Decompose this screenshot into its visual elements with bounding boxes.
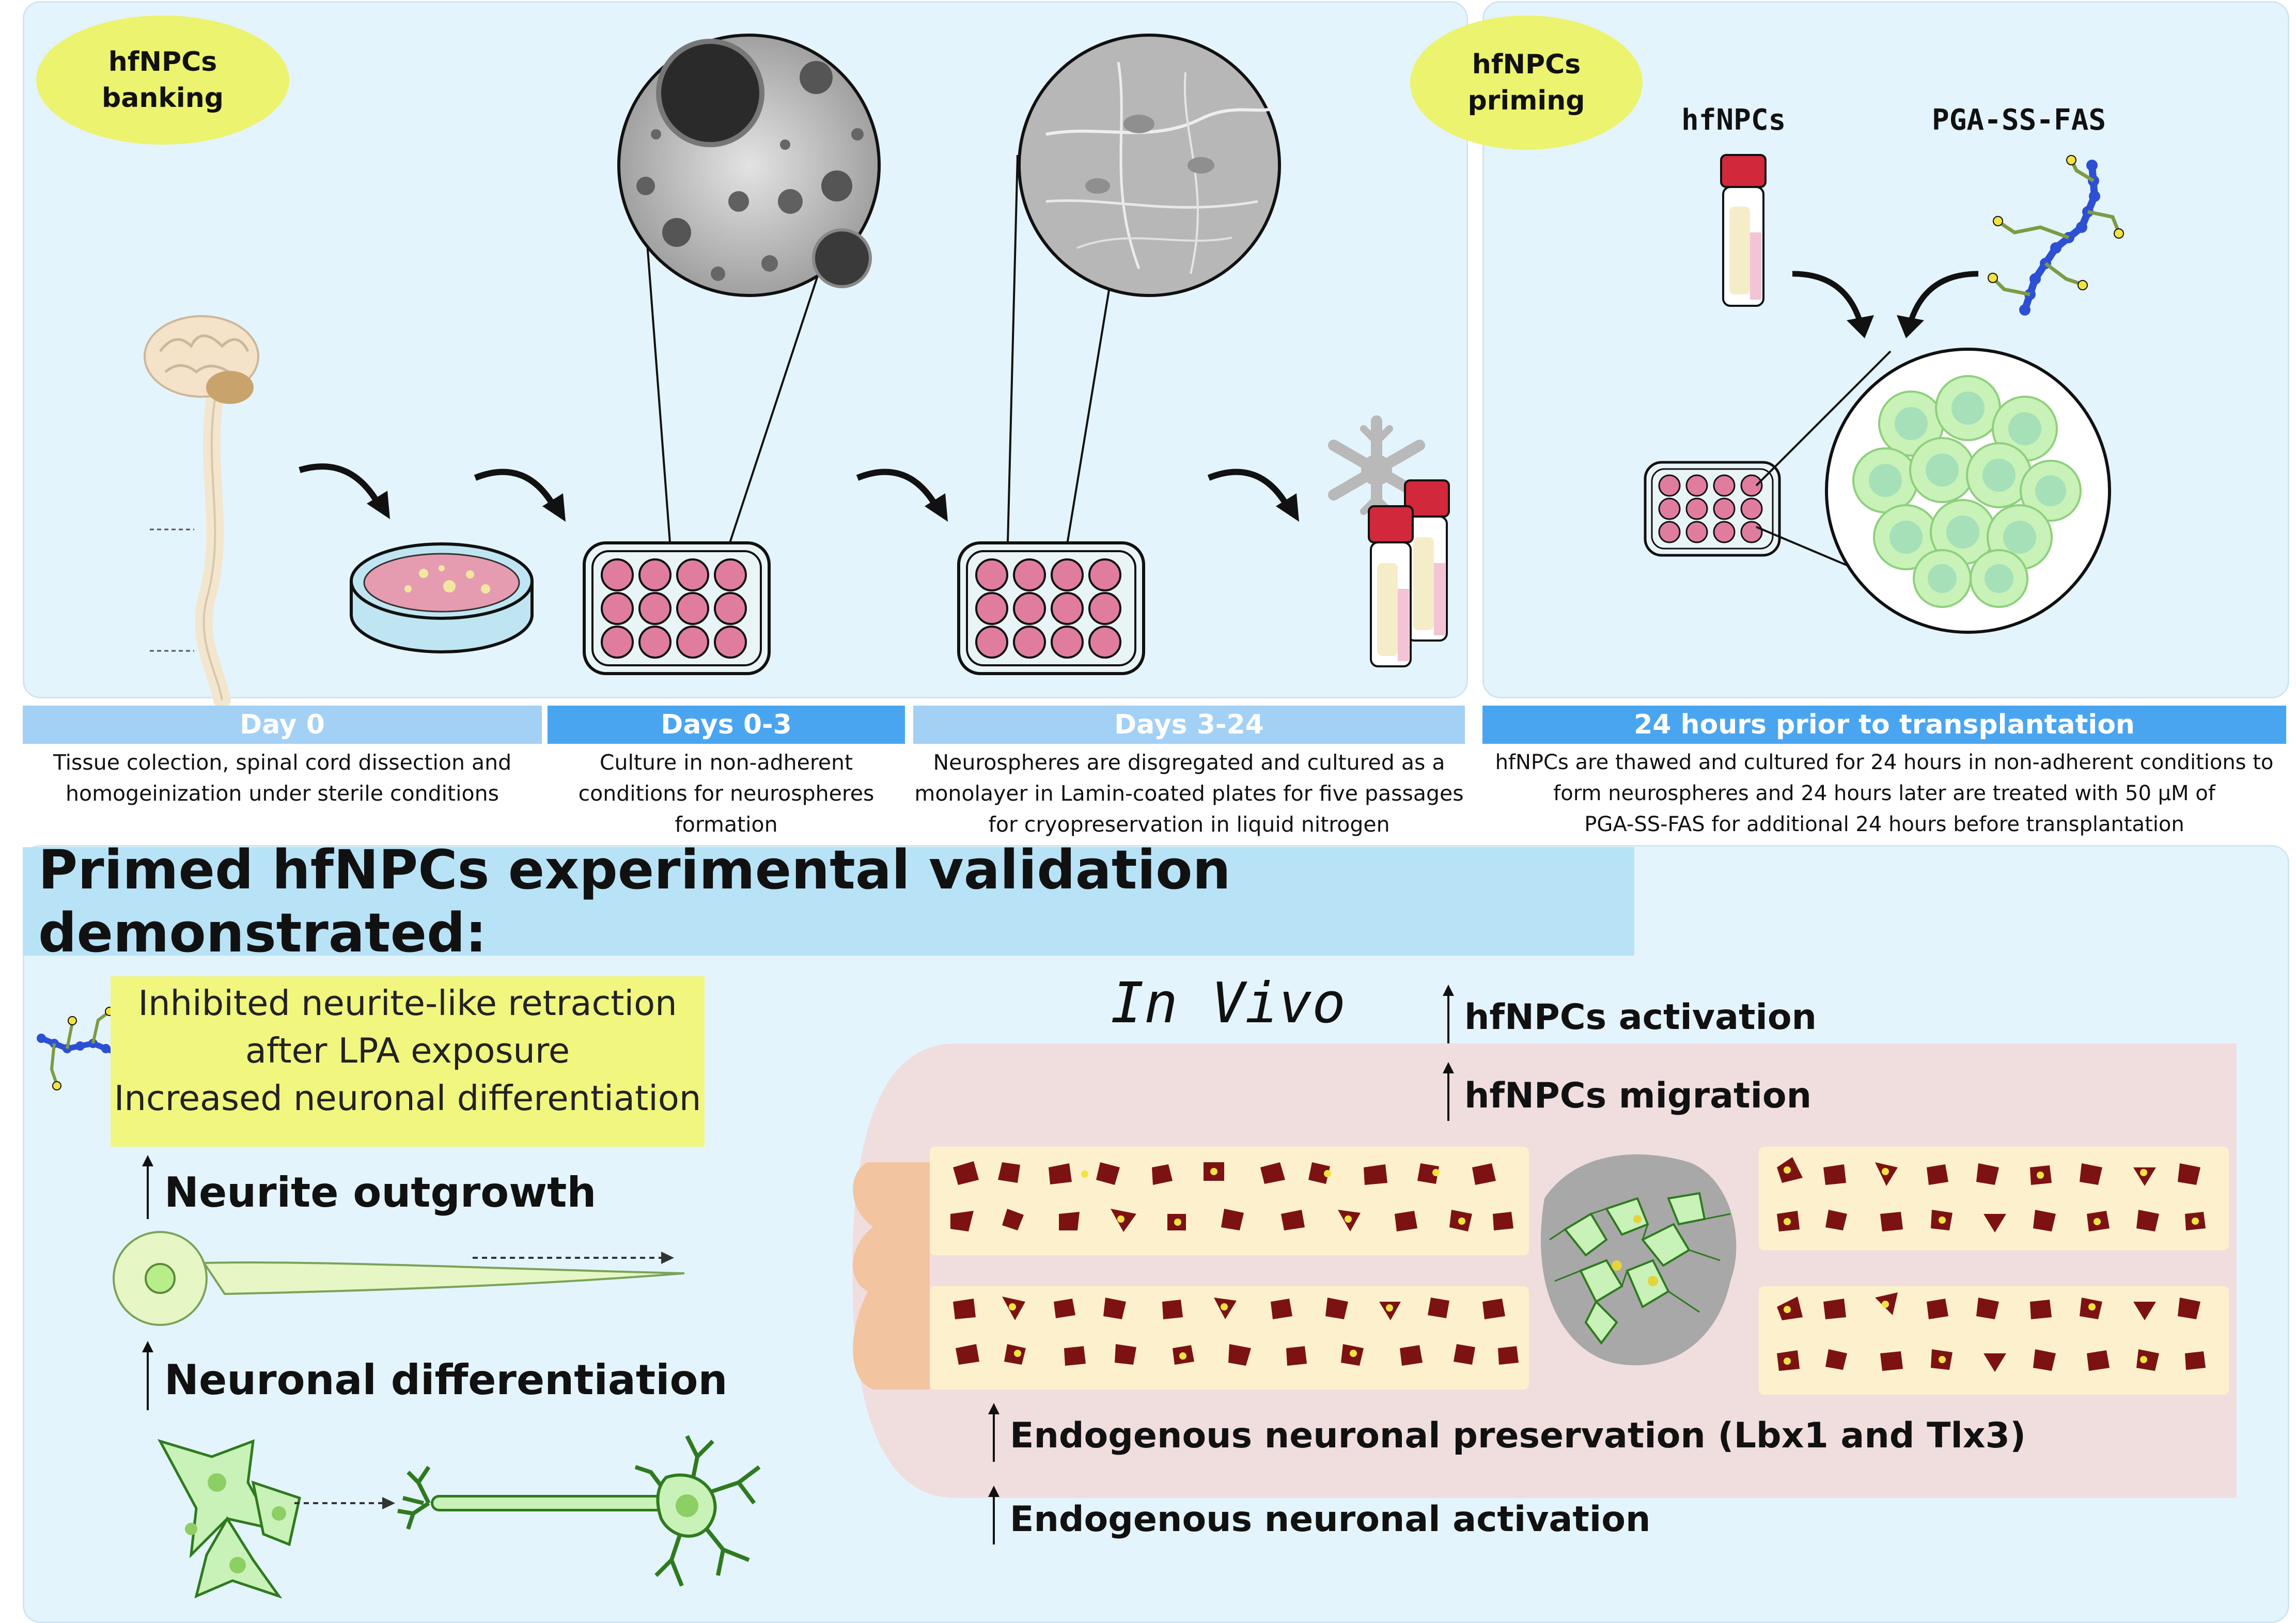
dashed-marker-lines [150,528,194,652]
effect-endogenous-neuronal-preservation: Endogenous neuronal preservation (Lbx1 a… [1010,1415,2026,1456]
effect-hfnpcs-migration: hfNPCs migration [1464,1075,1811,1116]
pga-ss-fas-label: PGA-SS-FAS [1932,103,2106,137]
brain-spinal-cord-illustration [144,315,259,709]
step-desc-days-3-24: Neurospheres are disgregated and culture… [914,750,1464,837]
pga-ss-fas-molecule-icon [1988,155,2124,316]
step-desc-days-0-3: Culture in non-adherent conditions for n… [578,750,874,837]
effect-neuronal-differentiation: Neuronal differentiation [164,1356,728,1404]
validation-title: Primed hfNPCs experimental validation de… [23,838,1634,964]
flow-arrow-icon [1792,271,1874,338]
effect-hfnpcs-activation: hfNPCs activation [1464,997,1817,1038]
effect-neurite-outgrowth: Neurite outgrowth [164,1168,597,1216]
step-desc-day-0: Tissue colection, spinal cord dissection… [53,750,512,806]
effect-endogenous-neuronal-activation: Endogenous neuronal activation [1010,1499,1651,1540]
flow-arrow-icon [299,463,390,519]
increase-arrow-icon [988,1486,999,1544]
in-vitro-findings-box: Inhibited neurite-like retraction after … [111,976,705,1147]
increase-arrow-icon [142,1155,153,1219]
monolayer-micrograph [1018,34,1281,297]
banking-bubble: hfNPCs banking [36,15,289,145]
increase-arrow-icon [142,1341,153,1410]
step-desc-24-hours-prior: hfNPCs are thawed and cultured for 24 ho… [1495,751,2274,836]
step-bar-days-3-24: Days 3-24 [913,706,1465,744]
well-plate-icon [957,541,1145,675]
neurosphere-cells-magnified [1825,348,2111,634]
increase-arrow-icon [1443,1062,1454,1121]
priming-bubble: hfNPCs priming [1410,15,1643,150]
step-bar-24-hours-prior: 24 hours prior to transplantation [1482,706,2286,744]
flow-arrow-icon [474,469,566,522]
spinal-cord-tissue-illustration [852,1043,2237,1498]
step-bar-days-0-3: Days 0-3 [548,706,905,744]
neurite-outgrowth-illustration [113,1231,685,1326]
in-vivo-label: In Vivo [1111,971,1346,1036]
cryovial-icon [1368,479,1450,667]
step-bar-day-0: Day 0 [23,706,542,744]
flow-arrow-icon [1897,271,1979,338]
cryovial-icon [1720,154,1767,307]
flow-arrow-icon [856,469,948,522]
neurosphere-micrograph [617,34,881,297]
increase-arrow-icon [988,1403,999,1462]
well-plate-icon [583,541,771,675]
neuronal-differentiation-illustration [157,1435,761,1599]
well-plate-icon [1644,461,1781,557]
hfnpcs-label: hfNPCs [1681,103,1786,137]
flow-arrow-icon [1207,469,1299,522]
petri-dish-icon [350,542,534,653]
snowflake-icon [1328,415,1425,525]
increase-arrow-icon [1443,985,1454,1043]
